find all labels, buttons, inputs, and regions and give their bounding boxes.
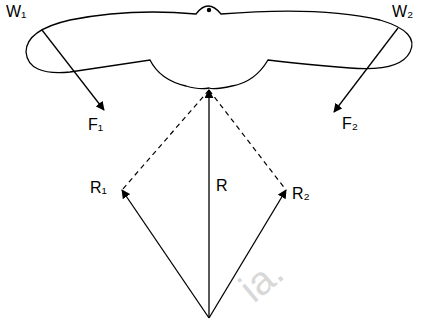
component-r1-arrow	[122, 190, 209, 318]
force-f2-arrow	[334, 28, 398, 112]
force-f1-arrow	[42, 30, 104, 110]
force-label: R	[216, 178, 228, 194]
component-r2-arrow	[209, 190, 286, 318]
dashed-construction-line	[122, 90, 209, 190]
bird-outline	[26, 6, 412, 89]
resultant-r-arrow	[208, 90, 209, 318]
eye-dot	[207, 8, 211, 12]
watermark: ia.	[232, 251, 290, 309]
dashed-construction-line	[209, 90, 286, 190]
force-label: R₁	[90, 180, 107, 196]
force-label: F₁	[88, 117, 103, 133]
force-label: R₂	[292, 186, 310, 202]
wing-point-label: W₁	[6, 4, 27, 20]
force-label: F₂	[342, 116, 358, 132]
wing-point-label: W₂	[392, 4, 413, 20]
